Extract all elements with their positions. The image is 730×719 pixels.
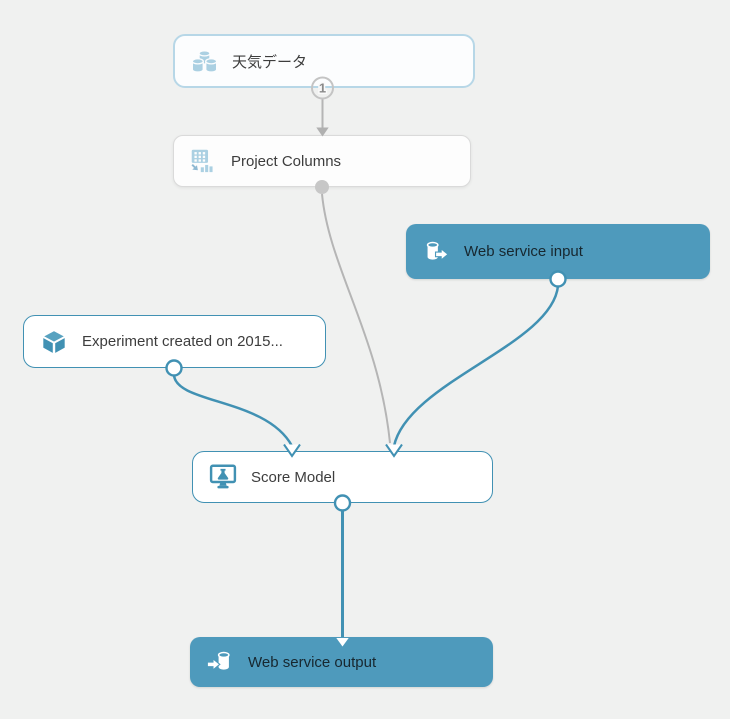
dataset-cylinders-icon: [190, 47, 219, 76]
web-service-input-icon: [421, 237, 451, 267]
node-web-service-output[interactable]: Web service output: [190, 637, 493, 687]
port-output-web-service-input[interactable]: [549, 270, 567, 288]
experiment-cube-icon: [39, 327, 69, 357]
port-input-project-columns[interactable]: [316, 127, 329, 137]
port-input-web-service-output[interactable]: [336, 638, 349, 647]
node-label: 天気データ: [232, 53, 308, 71]
port-output-experiment[interactable]: [165, 359, 183, 377]
node-dataset[interactable]: 天気データ: [173, 34, 475, 88]
node-label: Web service output: [248, 653, 377, 671]
node-label: Experiment created on 2015...: [82, 333, 283, 350]
connector-experiment-to-score-model[interactable]: [172, 374, 294, 447]
node-experiment[interactable]: Experiment created on 2015...: [23, 315, 326, 368]
web-service-output-icon: [205, 647, 235, 677]
port-output-score-model[interactable]: [333, 494, 352, 512]
node-label: Score Model: [251, 468, 336, 486]
project-columns-icon: [189, 147, 218, 176]
port-output-project-columns[interactable]: [315, 180, 329, 194]
port-input-score-model-right[interactable]: [385, 443, 403, 458]
port-input-score-model-left[interactable]: [283, 443, 301, 458]
connector-web-service-input-to-score-model[interactable]: [392, 285, 560, 447]
score-model-icon: [208, 462, 238, 492]
node-label: Project Columns: [231, 152, 342, 170]
node-label: Web service input: [464, 243, 583, 260]
connector-project-columns-to-score-model[interactable]: [321, 193, 391, 444]
port-badge-count: 1: [319, 81, 326, 96]
node-web-service-input[interactable]: Web service input: [406, 224, 710, 279]
port-output-dataset[interactable]: 1: [311, 76, 334, 100]
